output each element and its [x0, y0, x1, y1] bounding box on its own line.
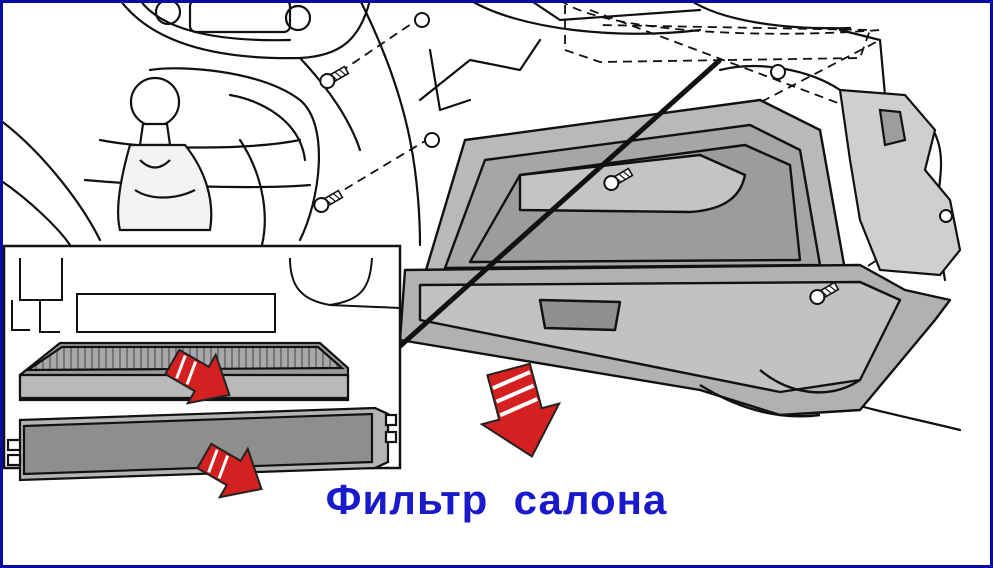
diagram-caption: Фильтр салона: [325, 476, 668, 523]
cabin-filter-ribbed: [18, 341, 350, 402]
filter-cover: [6, 406, 398, 482]
down-arrow-icon: [479, 362, 562, 458]
glove-box: [398, 98, 952, 418]
leader-line: [396, 58, 722, 350]
screw-icon: [316, 62, 351, 92]
screw-hole: [414, 12, 953, 223]
down-arrow-icon: [195, 442, 263, 499]
inset-panel: [2, 244, 402, 499]
down-arrow-icon: [163, 348, 231, 405]
mount-bracket: [838, 88, 962, 277]
gear-shift: [116, 76, 213, 232]
